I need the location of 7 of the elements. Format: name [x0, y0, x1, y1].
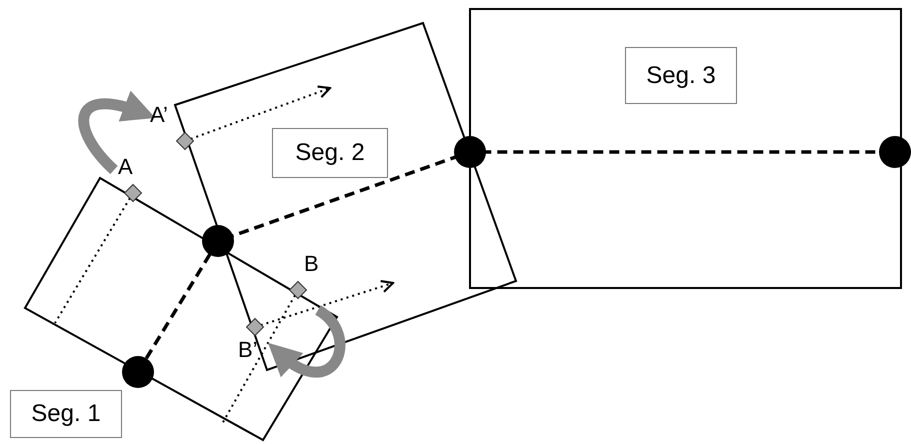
point-label: B	[304, 252, 319, 276]
point-label: B’	[238, 338, 258, 362]
segment-label: Seg. 2	[272, 128, 388, 178]
segment-label: Seg. 3	[625, 47, 737, 104]
point-label: A	[118, 155, 133, 179]
segment-label: Seg. 1	[10, 390, 122, 438]
point-label: A’	[150, 103, 168, 127]
